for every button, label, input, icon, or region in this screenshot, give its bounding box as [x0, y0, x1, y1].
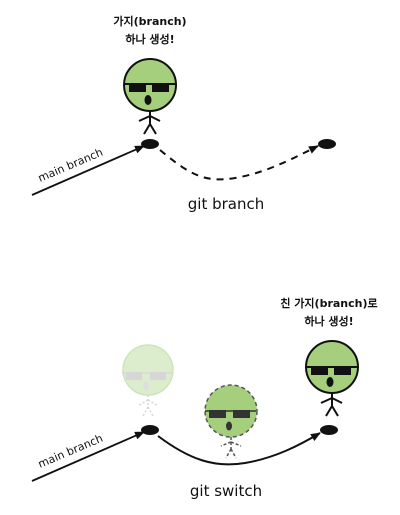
sunglasses-icon: [306, 366, 358, 375]
top-section: 가지(branch) 하나 생성! main branch git branch: [31, 14, 336, 213]
top-title: git branch: [188, 195, 264, 213]
sunglasses-icon: [124, 83, 176, 92]
top-caption-line1: 가지(branch): [113, 14, 186, 28]
bottom-section: 친 가지(branch)로 하나 생성!: [31, 296, 378, 500]
character-head-icon: [123, 58, 177, 135]
bottom-title: git switch: [190, 482, 262, 500]
character-head-icon: [305, 340, 359, 417]
switch-branch-arrow: [157, 432, 321, 466]
node-ellipse-icon: [320, 425, 338, 435]
moving-character-head-icon: [204, 384, 258, 459]
node-ellipse-icon: [141, 425, 159, 435]
bottom-caption-line1: 친 가지(branch)로: [280, 296, 377, 310]
node-ellipse-icon: [141, 139, 159, 149]
top-caption-line2: 하나 생성!: [125, 32, 174, 46]
ghost-character-head-icon: [122, 344, 174, 417]
node-ellipse-icon: [318, 139, 336, 149]
new-branch-dashed-arrow: [159, 145, 319, 181]
bottom-caption-line2: 하나 생성!: [304, 314, 353, 328]
main-branch-arrow: [31, 145, 145, 196]
main-branch-arrow: [31, 431, 145, 482]
